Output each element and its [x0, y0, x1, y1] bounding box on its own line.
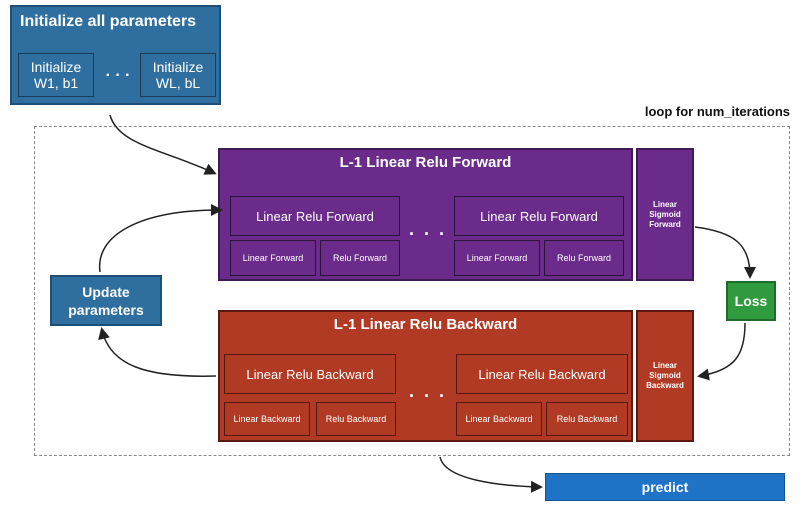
sigmoid-backward-line1: Linear — [652, 361, 677, 370]
initialize-w1-box: Initialize W1, b1 — [18, 53, 94, 97]
sigmoid-forward-line3: Forward — [649, 219, 681, 229]
update-line2: parameters — [68, 301, 144, 318]
forward-linear1: Linear Forward — [230, 240, 316, 276]
predict-box: predict — [545, 473, 785, 501]
update-to-forward-arrow — [98, 204, 223, 273]
forward-block2-title: Linear Relu Forward — [454, 196, 624, 236]
initialize-wl-line1: Initialize — [152, 59, 204, 75]
forward-title: L-1 Linear Relu Forward — [339, 154, 512, 171]
update-parameters-box: Update parameters — [50, 275, 162, 326]
forward-relu1: Relu Forward — [320, 240, 400, 276]
update-line1: Update — [82, 283, 130, 300]
loss-box: Loss — [726, 281, 776, 321]
forward-block: L-1 Linear Relu Forward Linear Relu Forw… — [218, 148, 633, 281]
forward-relu2: Relu Forward — [544, 240, 624, 276]
backward-relu1: Relu Backward — [316, 402, 396, 436]
sigmoid-forward-line2: Sigmoid — [649, 209, 681, 219]
forward-linear2: Linear Forward — [454, 240, 540, 276]
loop-to-predict-arrow — [439, 456, 543, 493]
backward-to-update-arrow — [98, 327, 217, 377]
sigmoid-forward-block: Linear Sigmoid Forward — [636, 148, 694, 281]
loss-to-backward-arrow — [697, 322, 746, 381]
initialize-dots: · · · — [105, 67, 131, 84]
backward-dots: · · · — [409, 386, 447, 406]
backward-title: L-1 Linear Relu Backward — [333, 316, 518, 333]
backward-block1-title: Linear Relu Backward — [224, 354, 396, 394]
initialize-parameters-block: Initialize all parameters Initialize W1,… — [10, 5, 221, 105]
loop-container — [34, 126, 790, 456]
forward-block1-title: Linear Relu Forward — [230, 196, 400, 236]
backward-relu2: Relu Backward — [546, 402, 628, 436]
backward-block: L-1 Linear Relu Backward Linear Relu Bac… — [218, 310, 633, 442]
sigmoid-backward-line2: Sigmoid — [649, 371, 681, 380]
backward-block2-title: Linear Relu Backward — [456, 354, 628, 394]
sigmoid-forward-line1: Linear — [652, 199, 677, 209]
initialize-w1-line1: Initialize — [30, 59, 82, 75]
forward-dots: · · · — [409, 224, 447, 244]
sigmoid-backward-line3: Backward — [646, 381, 684, 390]
backward-linear2: Linear Backward — [456, 402, 542, 436]
initialize-wl-box: Initialize WL, bL — [140, 53, 216, 97]
initialize-w1-line2: W1, b1 — [33, 75, 79, 91]
sigmoid-to-loss-arrow — [694, 226, 756, 279]
initialize-wl-line2: WL, bL — [155, 75, 201, 91]
backward-linear1: Linear Backward — [224, 402, 310, 436]
sigmoid-backward-block: Linear Sigmoid Backward — [636, 310, 694, 442]
loop-label: loop for num_iterations — [644, 104, 790, 119]
init-to-forward-arrow — [109, 114, 217, 175]
initialize-title: Initialize all parameters — [20, 13, 197, 30]
